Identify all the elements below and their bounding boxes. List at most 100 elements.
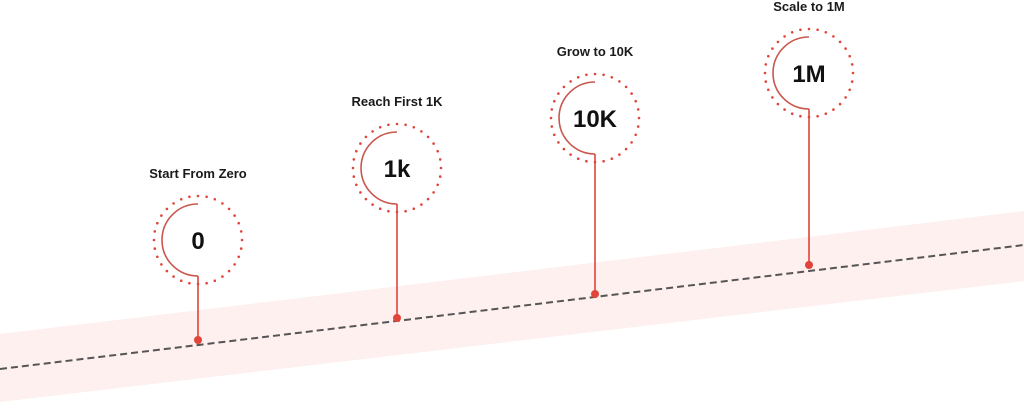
milestone-value: 1k <box>384 156 411 183</box>
ring-dot <box>233 214 236 217</box>
ring-dot <box>179 279 183 283</box>
ring-dot <box>439 166 443 170</box>
ring-dot <box>783 108 786 111</box>
ring-dot <box>807 27 811 31</box>
ring-dot <box>790 112 794 115</box>
ring-dot <box>387 123 390 127</box>
ring-dot <box>420 203 423 206</box>
ring-dot <box>227 269 231 273</box>
ring-dot <box>557 92 560 95</box>
ring-dot <box>562 147 566 151</box>
ring-dot <box>221 275 224 278</box>
ring-dot <box>426 135 430 139</box>
ring-dot <box>412 207 416 210</box>
dotted-ring <box>763 27 855 119</box>
ring-dot <box>610 76 614 79</box>
ring-dot <box>569 80 572 83</box>
milestone-start-from-zero: Start From Zero 0 <box>149 166 247 344</box>
pin-dot <box>194 336 202 344</box>
ring-dot <box>636 108 640 111</box>
ring-dot <box>851 71 855 75</box>
ring-dot <box>227 207 231 211</box>
ring-dot <box>816 114 819 118</box>
milestone-title: Scale to 1M <box>773 0 845 14</box>
ring-dot <box>593 72 597 76</box>
ring-dot <box>557 141 560 144</box>
ring-dot <box>188 281 191 285</box>
ring-dot <box>239 247 243 250</box>
ring-dot <box>624 147 628 151</box>
ring-dot <box>237 221 240 225</box>
ring-dot <box>371 203 374 206</box>
ring-dot <box>221 202 224 205</box>
ring-dot <box>624 85 628 89</box>
ring-dot <box>553 99 556 103</box>
ring-dot <box>233 263 236 266</box>
ring-dot <box>432 191 435 194</box>
pin-dot <box>805 261 813 269</box>
ring-dot <box>832 35 835 38</box>
milestone-value: 1M <box>792 61 825 88</box>
ring-dot <box>585 159 588 163</box>
ring-dot <box>412 126 416 129</box>
ring-dot <box>799 114 802 118</box>
milestone-title: Reach First 1K <box>351 94 443 109</box>
pin-dot <box>393 314 401 322</box>
ring-dot <box>634 133 637 137</box>
ring-dot <box>387 209 390 213</box>
ring-dot <box>585 73 588 77</box>
ring-dot <box>850 80 854 83</box>
ring-dot <box>610 157 614 160</box>
ring-dot <box>549 116 553 120</box>
ring-dot <box>562 85 566 89</box>
ring-dot <box>637 116 641 120</box>
ring-dot <box>776 40 780 44</box>
ring-dot <box>153 230 157 233</box>
ring-dot <box>799 28 802 32</box>
ring-dot <box>618 80 621 83</box>
growth-band <box>0 211 1024 402</box>
ring-dot <box>426 197 430 201</box>
ring-dot <box>569 153 572 156</box>
ring-dot <box>364 197 368 201</box>
ring-dot <box>404 209 407 213</box>
ring-dot <box>352 175 356 178</box>
ring-dot <box>636 125 640 128</box>
ring-dot <box>576 76 580 79</box>
ring-dot <box>432 142 435 145</box>
half-arc <box>772 36 810 110</box>
ring-dot <box>832 108 835 111</box>
ring-dot <box>436 183 440 187</box>
ring-dot <box>602 73 605 77</box>
ring-dot <box>850 63 854 66</box>
ring-dot <box>838 40 842 44</box>
pin-dot <box>591 290 599 298</box>
ring-dot <box>179 198 183 201</box>
ring-dot <box>767 54 770 58</box>
ring-dot <box>160 214 163 217</box>
ring-dot <box>771 96 774 99</box>
ring-dot <box>844 96 847 99</box>
ring-dot <box>576 157 580 160</box>
ring-dot <box>602 159 605 163</box>
ring-dot <box>165 207 169 211</box>
ring-dot <box>352 158 356 161</box>
milestone-title: Grow to 10K <box>557 44 634 59</box>
ring-dot <box>630 141 633 144</box>
ring-dot <box>438 175 442 178</box>
ring-dot <box>764 63 768 66</box>
ring-dot <box>420 130 423 133</box>
ring-dot <box>844 47 847 50</box>
ring-dot <box>351 166 355 170</box>
ring-dot <box>172 275 175 278</box>
ring-dot <box>205 281 208 285</box>
ring-dot <box>776 102 780 106</box>
dotted-ring <box>152 194 244 286</box>
ring-dot <box>371 130 374 133</box>
ring-dot <box>550 108 554 111</box>
ring-dot <box>359 191 362 194</box>
milestone-value: 0 <box>191 228 204 255</box>
ring-dot <box>634 99 637 103</box>
ring-dot <box>165 269 169 273</box>
